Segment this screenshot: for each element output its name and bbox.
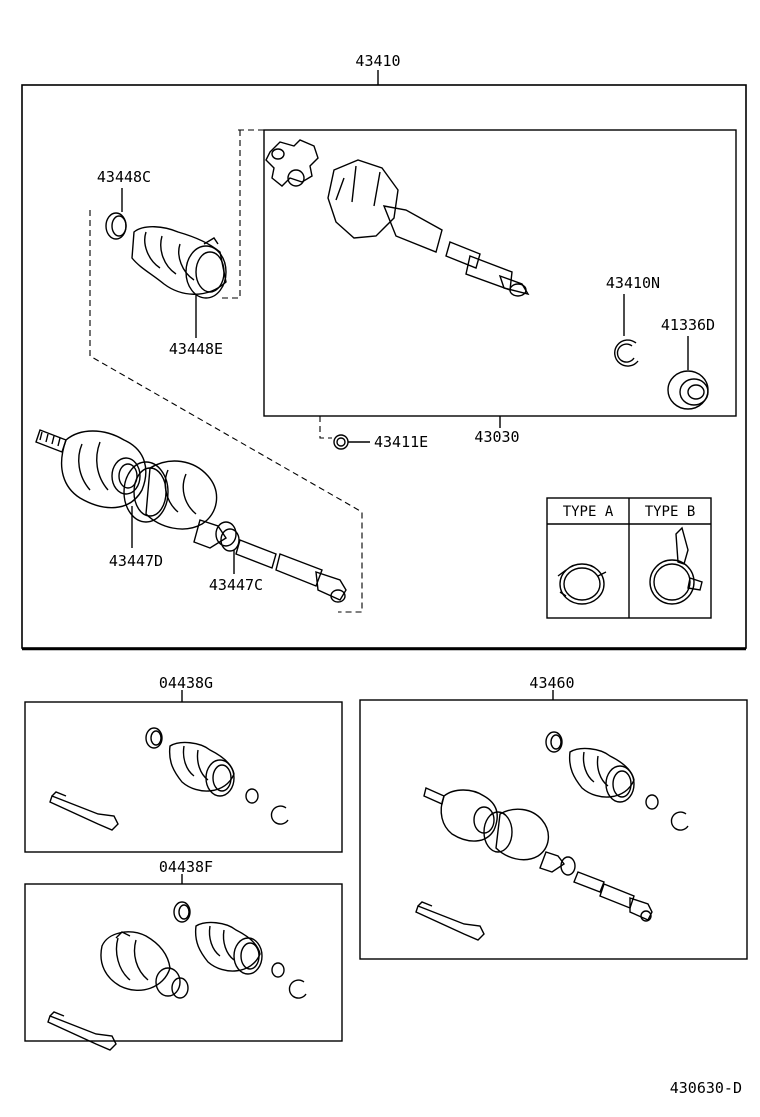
kit-f-parts — [47, 901, 307, 1051]
assembly-part-number: 43410 — [355, 52, 400, 70]
kit-shaft-box — [359, 699, 748, 960]
snap-ring-lower — [333, 434, 349, 450]
main-assembly-frame — [21, 70, 747, 651]
outer-joint-boot-label: 43447D — [109, 552, 163, 570]
dust-seal-label: 41336D — [661, 316, 715, 334]
inner-joint-housing-shaft — [327, 159, 530, 297]
inner-boot — [131, 226, 227, 299]
outer-small-clamp-label: 43448C — [97, 168, 151, 186]
snap-ring-upper-label: 43410N — [606, 274, 660, 292]
tripod-joint-illustration — [265, 139, 319, 187]
snap-ring-upper — [614, 339, 639, 367]
kit-g-part-number: 04438G — [159, 674, 213, 692]
outer-small-clamp — [105, 212, 127, 240]
outer-boot-clamp-label: 43447C — [209, 576, 263, 594]
figure-id: 430630-D — [670, 1079, 742, 1097]
kit-g-parts — [49, 727, 289, 831]
kit-shaft-part-number: 43460 — [529, 674, 574, 692]
kit-f-part-number: 04438F — [159, 858, 213, 876]
dashed-guide-lines — [89, 129, 363, 613]
inner-boot-clamp-label: 43448E — [169, 340, 223, 358]
clamp-type-a-heading: TYPE A — [563, 504, 614, 520]
outer-cv-joint-shaft — [35, 429, 347, 603]
clamp-type-b — [649, 526, 703, 605]
kit-f-box — [24, 883, 343, 1042]
clamp-type-b-heading: TYPE B — [645, 504, 696, 520]
inner-joint-part-number: 43030 — [474, 428, 519, 446]
kit-shaft-parts — [415, 731, 689, 941]
clamp-type-a — [557, 563, 607, 605]
dust-seal — [667, 370, 709, 410]
kit-g-box — [24, 701, 343, 853]
snap-ring-lower-label: 43411E — [374, 433, 428, 451]
clamp-type-table — [546, 497, 712, 619]
inner-joint-box — [263, 129, 737, 417]
